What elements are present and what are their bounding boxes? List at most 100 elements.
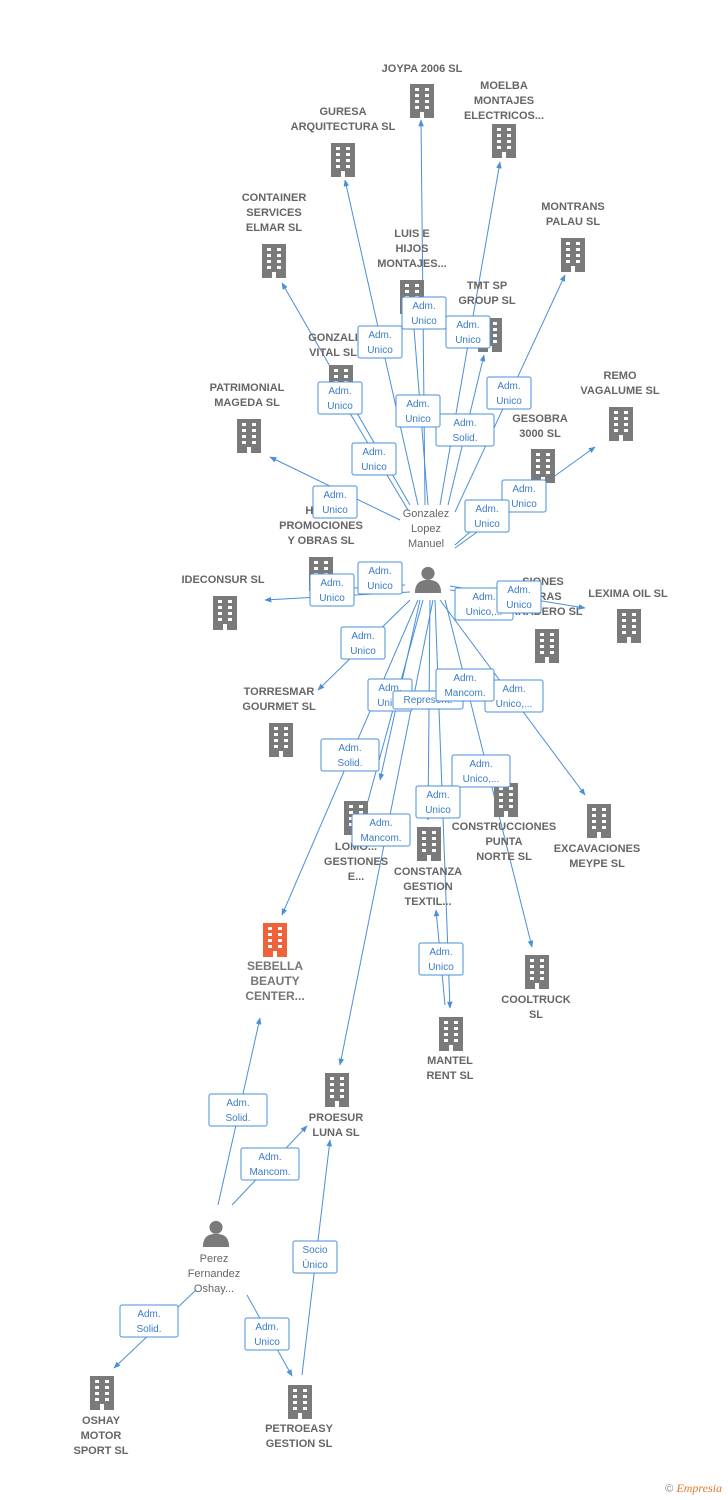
node-label-petroeasy[interactable]: PETROEASY bbox=[265, 1423, 334, 1435]
relation-label-gonzalez-to-luise[interactable]: Adm.Unico bbox=[395, 394, 441, 428]
relation-box[interactable] bbox=[486, 376, 532, 410]
node-label-herr[interactable]: Y OBRAS SL bbox=[287, 535, 354, 547]
relation-box[interactable] bbox=[119, 1304, 179, 1338]
company-node-cooltruck[interactable]: COOLTRUCK SL bbox=[501, 955, 571, 1021]
relation-label-gonzalez-to-gonzali[interactable]: Adm.Unico bbox=[351, 442, 397, 476]
node-label-container[interactable]: SERVICES bbox=[246, 207, 301, 219]
relation-box[interactable] bbox=[357, 325, 403, 359]
node-label-container[interactable]: ELMAR SL bbox=[246, 222, 303, 234]
relation-label-gonzalez-to-joypa[interactable]: Adm.Unico bbox=[401, 296, 447, 330]
relation-label-gonzalez-to-sebella[interactable]: Adm.Solid. bbox=[320, 738, 380, 772]
relation-label-gonzalez-to-proesur[interactable]: Adm.Mancom. bbox=[435, 668, 495, 702]
relation-label-gonzalez-to-patrimonial[interactable]: Adm.Unico bbox=[312, 485, 358, 519]
company-node-constanza[interactable]: CONSTANZAGESTIONTEXTIL... bbox=[394, 827, 462, 908]
company-node-moelba[interactable]: MOELBA MONTAJES ELECTRICOS... bbox=[464, 80, 544, 158]
relation-box[interactable] bbox=[357, 561, 403, 595]
relation-label-perez-to-petroeasy[interactable]: Adm.Unico bbox=[244, 1317, 290, 1351]
node-label-gonzali[interactable]: VITAL SL bbox=[309, 347, 357, 359]
building-icon[interactable] bbox=[325, 1073, 349, 1107]
node-label-sebella[interactable]: SEBELLA bbox=[247, 959, 303, 973]
company-node-luise[interactable]: LUIS EHIJOSMONTAJES... bbox=[377, 228, 447, 314]
node-label-oshay[interactable]: MOTOR bbox=[81, 1430, 122, 1442]
building-icon[interactable] bbox=[531, 449, 555, 483]
node-label-petroeasy[interactable]: GESTION SL bbox=[266, 1438, 333, 1450]
relation-box[interactable] bbox=[464, 499, 510, 533]
node-label-guresa[interactable]: GURESA bbox=[319, 106, 366, 118]
relation-box[interactable] bbox=[240, 1147, 300, 1181]
building-icon[interactable] bbox=[90, 1376, 114, 1410]
company-node-joypa[interactable]: JOYPA 2006 SL bbox=[382, 63, 463, 118]
relation-box[interactable] bbox=[445, 315, 491, 349]
company-node-excavaciones[interactable]: EXCAVACIONES MEYPE SL bbox=[554, 804, 640, 870]
node-label-excavaciones[interactable]: EXCAVACIONES bbox=[554, 843, 640, 855]
relation-box[interactable] bbox=[501, 479, 547, 513]
node-label-proesur[interactable]: PROESUR bbox=[309, 1112, 363, 1124]
relation-box[interactable] bbox=[401, 296, 447, 330]
relation-label-gonzalez-to-guresa[interactable]: Adm.Unico bbox=[357, 325, 403, 359]
node-label-gonzalez[interactable]: Lopez bbox=[411, 523, 441, 535]
node-label-constanza[interactable]: CONSTANZA bbox=[394, 866, 462, 878]
person-icon[interactable] bbox=[202, 1220, 230, 1247]
relation-label-gonzalez-to-montrans[interactable]: Adm.Unico bbox=[486, 376, 532, 410]
company-node-sebella[interactable]: SEBELLABEAUTYCENTER... bbox=[245, 923, 305, 1003]
node-label-torresmar[interactable]: GOURMET SL bbox=[242, 701, 316, 713]
relation-box[interactable] bbox=[292, 1240, 338, 1274]
node-label-luise[interactable]: LUIS E bbox=[394, 228, 429, 240]
node-label-perez[interactable]: Oshay... bbox=[194, 1283, 234, 1295]
relation-box[interactable] bbox=[435, 413, 495, 447]
node-label-cooltruck[interactable]: COOLTRUCK bbox=[501, 994, 571, 1006]
relation-label-gonzalez-to-gesobra[interactable]: Adm.Unico bbox=[464, 499, 510, 533]
relation-box[interactable] bbox=[435, 668, 495, 702]
node-label-mantel[interactable]: MANTEL bbox=[427, 1055, 473, 1067]
building-icon[interactable] bbox=[213, 596, 237, 630]
person-icon[interactable] bbox=[414, 566, 442, 593]
relation-label-perez-to-sebella[interactable]: Adm.Solid. bbox=[208, 1093, 268, 1127]
node-label-construcciones[interactable]: NORTE SL bbox=[476, 851, 532, 863]
relation-box[interactable] bbox=[309, 573, 355, 607]
node-label-cooltruck[interactable]: SL bbox=[529, 1009, 543, 1021]
node-label-sebella[interactable]: CENTER... bbox=[245, 989, 304, 1003]
node-label-gonzalez[interactable]: Manuel bbox=[408, 538, 444, 550]
node-label-proesur[interactable]: LUNA SL bbox=[312, 1127, 360, 1139]
node-label-moelba[interactable]: ELECTRICOS... bbox=[464, 110, 544, 122]
building-icon[interactable] bbox=[331, 143, 355, 177]
building-icon[interactable] bbox=[561, 238, 585, 272]
node-label-sebella[interactable]: BEAUTY bbox=[250, 974, 299, 988]
building-icon[interactable] bbox=[587, 804, 611, 838]
node-label-montrans[interactable]: PALAU SL bbox=[546, 216, 600, 228]
relation-box[interactable] bbox=[351, 813, 411, 847]
relation-label-gonzalez-to-moelba[interactable]: Adm.Solid. bbox=[435, 413, 495, 447]
relation-box[interactable] bbox=[351, 442, 397, 476]
node-label-perez[interactable]: Fernandez bbox=[188, 1268, 241, 1280]
building-icon[interactable] bbox=[269, 723, 293, 757]
node-label-luise[interactable]: MONTAJES... bbox=[377, 258, 446, 270]
company-node-petroeasy[interactable]: PETROEASY GESTION SL bbox=[265, 1385, 334, 1450]
node-label-moelba[interactable]: MONTAJES bbox=[474, 95, 534, 107]
building-icon[interactable] bbox=[439, 1017, 463, 1051]
node-label-excavaciones[interactable]: MEYPE SL bbox=[569, 858, 625, 870]
relation-label-gonzalez-to-lexima[interactable]: Adm.Unico bbox=[496, 580, 542, 614]
node-label-gesobra[interactable]: GESOBRA bbox=[512, 413, 568, 425]
building-icon[interactable] bbox=[417, 827, 441, 861]
node-label-moelba[interactable]: MOELBA bbox=[480, 80, 528, 92]
building-icon[interactable] bbox=[609, 407, 633, 441]
node-label-gesobra[interactable]: 3000 SL bbox=[519, 428, 561, 440]
company-node-guresa[interactable]: GURESA ARQUITECTURA SL bbox=[291, 106, 396, 177]
node-label-ideconsur[interactable]: IDECONSUR SL bbox=[181, 574, 264, 586]
node-label-remo[interactable]: REMO bbox=[604, 370, 637, 382]
node-label-guresa[interactable]: ARQUITECTURA SL bbox=[291, 121, 396, 133]
relation-label-gonzalez-to-tmtsp[interactable]: Adm.Unico bbox=[445, 315, 491, 349]
node-label-joypa[interactable]: JOYPA 2006 SL bbox=[382, 63, 463, 75]
relation-box[interactable] bbox=[395, 394, 441, 428]
relation-box[interactable] bbox=[415, 785, 461, 819]
